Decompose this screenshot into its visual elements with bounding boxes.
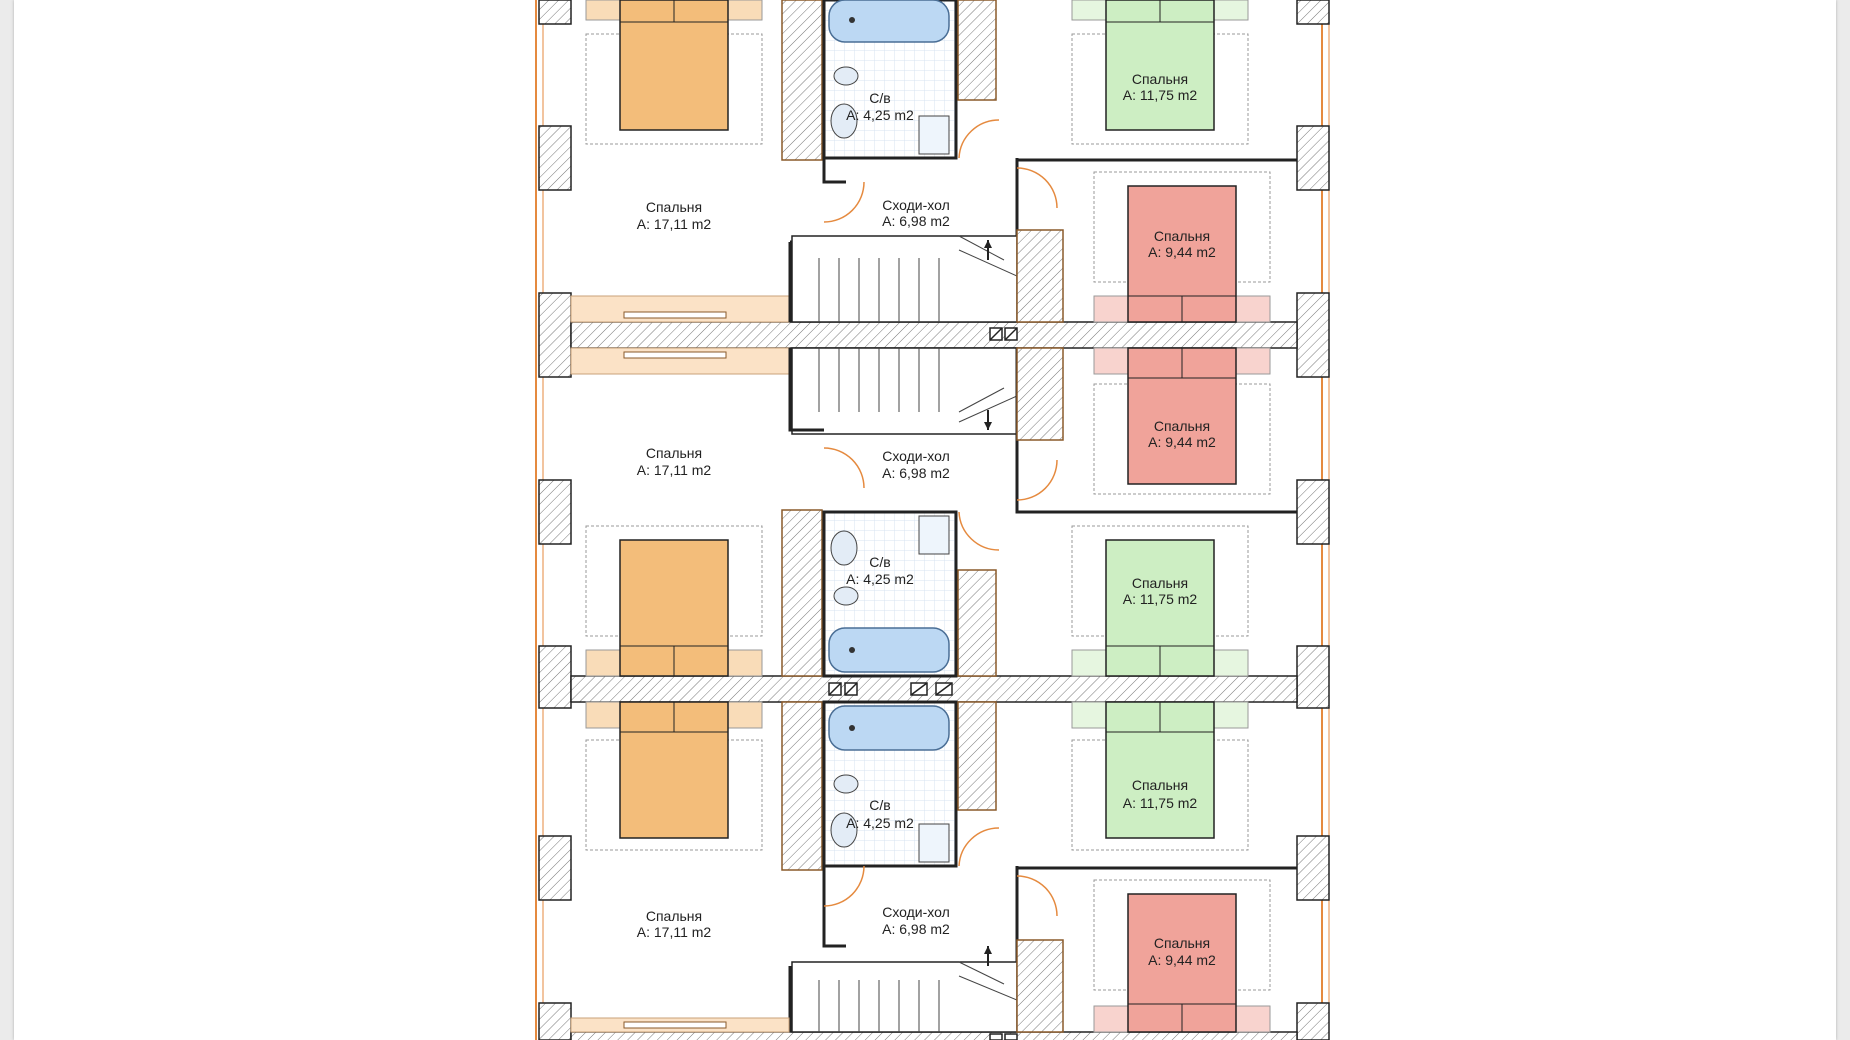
bedroom-green-name: Спальня [1132,575,1188,591]
vent-ducts [828,327,1018,1040]
unit-3: Спальня A: 11,75 m2 С/в A: 4,25 m2 Сходи… [570,700,1297,1033]
hall-name: Сходи-хол [882,904,950,920]
exterior-piers [538,0,1330,1040]
bedroom-green-name: Спальня [1132,71,1188,87]
unit-2: Спальня A: 17,11 m2 Сходи-хол A: 6,98 m2… [570,347,1297,678]
bath-name: С/в [869,90,890,106]
bath-area: A: 4,25 m2 [846,571,914,587]
hall-area: A: 6,98 m2 [882,213,950,229]
bedroom-red-area: A: 9,44 m2 [1148,244,1216,260]
staircase [791,347,1018,435]
bedroom-large-area: A: 17,11 m2 [637,924,712,940]
unit-1: С/в A: 4,25 m2 Сходи-хол A: 6,98 m2 Спал… [570,0,1297,323]
bedroom-green-name: Спальня [1132,777,1188,793]
bathtub [828,705,950,751]
bedroom-large-name: Спальня [646,445,702,461]
bath-area: A: 4,25 m2 [846,815,914,831]
bathtub [828,627,950,673]
floor-plan: С/в A: 4,25 m2 Сходи-хол A: 6,98 m2 Спал… [535,0,1330,1040]
document-sheet: С/в A: 4,25 m2 Сходи-хол A: 6,98 m2 Спал… [14,0,1836,1040]
wardrobe [781,0,823,161]
bedroom-green-area: A: 11,75 m2 [1123,87,1198,103]
hall-name: Сходи-хол [882,197,950,213]
hall-name: Сходи-хол [882,448,950,464]
bedroom-red-name: Спальня [1154,228,1210,244]
bedroom-large-area: A: 17,11 m2 [637,462,712,478]
bathtub [828,0,950,43]
bath-area: A: 4,25 m2 [846,107,914,123]
bath-name: С/в [869,797,890,813]
bedroom-green-area: A: 11,75 m2 [1123,591,1198,607]
staircase [791,235,1018,323]
bath-name: С/в [869,554,890,570]
bedroom-green-area: A: 11,75 m2 [1123,795,1198,811]
bedroom-red-area: A: 9,44 m2 [1148,952,1216,968]
party-walls [570,321,1298,1040]
bedroom-large-name: Спальня [646,199,702,215]
bedroom-red-name: Спальня [1154,935,1210,951]
bedroom-red-name: Спальня [1154,418,1210,434]
bedroom-red-area: A: 9,44 m2 [1148,434,1216,450]
hall-area: A: 6,98 m2 [882,465,950,481]
bedroom-large-area: A: 17,11 m2 [637,216,712,232]
staircase [791,961,1018,1033]
bedroom-large-name: Спальня [646,908,702,924]
hall-area: A: 6,98 m2 [882,921,950,937]
